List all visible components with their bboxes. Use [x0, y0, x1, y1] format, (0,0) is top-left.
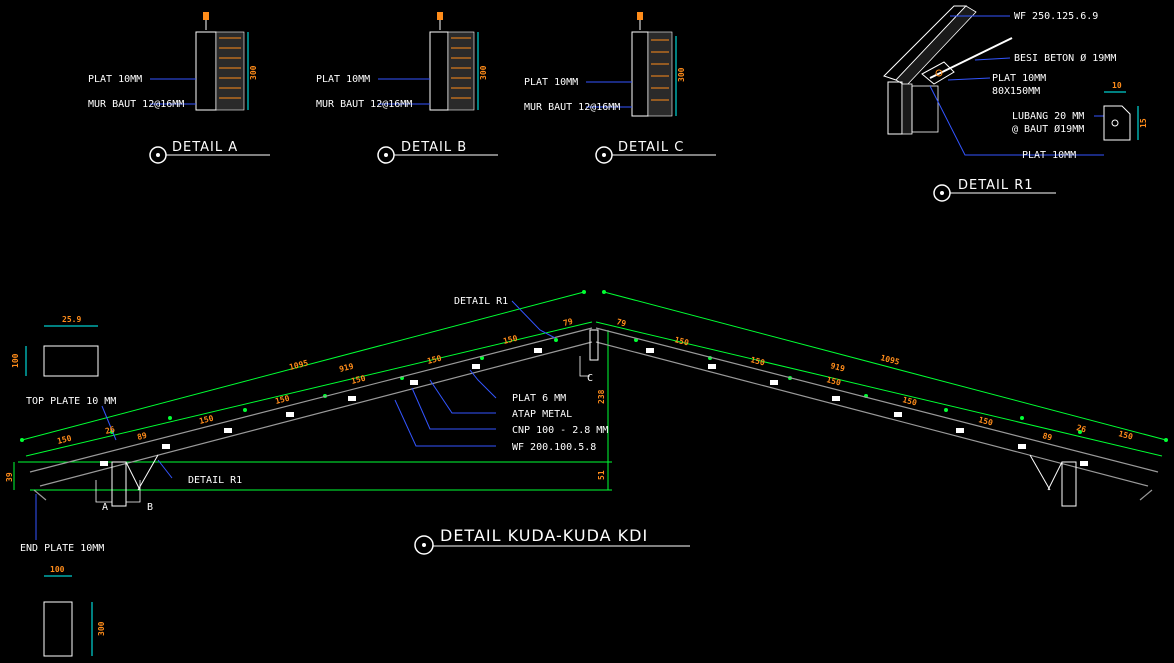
end-plate-width: 100	[50, 565, 65, 574]
detail-c: 300 PLAT 10MM MUR BAUT 12@16MM DETAIL C	[524, 12, 716, 164]
truss-wf-label: WF 200.100.5.8	[512, 442, 596, 453]
dim-left-89: 89	[136, 431, 148, 442]
detail-a-plat-label: PLAT 10MM	[88, 74, 142, 85]
detail-b-mur-label: MUR BAUT 12@16MM	[316, 99, 412, 110]
dim-right-eave: 150	[1117, 429, 1133, 441]
dim-purlin-left-3: 150	[350, 374, 366, 386]
truss-top-plate-label: TOP PLATE 10 MM	[26, 396, 116, 407]
detail-a-dim: 300	[249, 65, 258, 80]
truss-detail-r1-top: DETAIL R1	[454, 296, 508, 307]
truss-detail-r1-bottom: DETAIL R1	[188, 475, 242, 486]
dim-purlin-right-1: 150	[673, 335, 689, 347]
detail-r1: WF 250.125.6.9 BESI BETON Ø 19MM PLAT 10…	[883, 5, 1148, 202]
dim-purlin-right-3: 150	[901, 395, 917, 407]
detail-b-bolt-head	[437, 12, 443, 20]
detail-r1-plat2-label: PLAT 10MM	[1022, 150, 1076, 161]
truss-supports	[111, 329, 1077, 507]
dim-left-apex: 79	[562, 317, 574, 328]
dim-purlin-right-2: 150	[749, 355, 765, 367]
dim-purlin-left-2: 150	[274, 394, 290, 406]
dim-height: 238	[597, 389, 606, 404]
dim-purlin-left-5: 150	[502, 334, 518, 346]
svg-text:300: 300	[479, 65, 488, 80]
truss-dimension-lines	[13, 291, 1167, 491]
detail-r1-dim-h: 15	[1139, 118, 1148, 128]
dim-right-total: 1095	[879, 353, 900, 367]
dim-left-mid: 919	[338, 362, 354, 374]
truss-dimension-ticks	[20, 290, 1168, 442]
dim-purlin-left-1: 150	[198, 414, 214, 426]
detail-r1-plat1-label: PLAT 10MM	[992, 73, 1046, 84]
detail-r1-besi-label: BESI BETON Ø 19MM	[1014, 52, 1116, 64]
truss-plat6-label: PLAT 6 MM	[512, 393, 566, 404]
truss-purlins	[100, 348, 1088, 466]
truss-title-symbol-icon	[414, 535, 434, 555]
truss-end-plate-label: END PLATE 10MM	[20, 543, 104, 554]
detail-r1-baut-label: @ BAUT Ø19MM	[1012, 123, 1084, 135]
dim-base: 51	[597, 470, 606, 480]
dim-left-small: 26	[104, 425, 116, 436]
detail-c-title: DETAIL C	[618, 140, 684, 155]
dim-left-eave: 150	[56, 434, 72, 446]
dim-left-edge: 39	[5, 472, 14, 482]
end-plate-section: 100 300	[43, 565, 106, 657]
dim-right-mid: 919	[829, 361, 845, 373]
detail-r1-dim-w: 10	[1112, 81, 1122, 90]
top-plate-height: 100	[11, 353, 20, 368]
truss-cnp-label: CNP 100 - 2.8 MM	[512, 425, 608, 436]
dim-purlin-left-4: 150	[426, 354, 442, 366]
end-plate-rect	[43, 601, 73, 657]
detail-b-title: DETAIL B	[401, 140, 467, 155]
detail-a-title: DETAIL A	[172, 140, 238, 155]
detail-r1-plat1-size: 80X150MM	[992, 86, 1040, 97]
detail-a-plate	[215, 31, 245, 111]
detail-c-mur-label: MUR BAUT 12@16MM	[524, 102, 620, 113]
top-plate-width: 25.9	[62, 315, 81, 324]
dim-purlin-right-4: 150	[977, 415, 993, 427]
svg-text:300: 300	[677, 67, 686, 82]
dim-right-apex: 79	[615, 317, 627, 328]
truss-rafters	[29, 327, 1159, 501]
detail-c-plat-label: PLAT 10MM	[524, 77, 578, 88]
detail-r1-plate-shape	[1103, 105, 1131, 141]
dim-left-total: 1095	[288, 358, 309, 372]
detail-r1-rafter	[883, 5, 968, 81]
marker-a: A	[102, 502, 108, 513]
detail-a-flange	[195, 31, 217, 111]
detail-b: 300 PLAT 10MM MUR BAUT 12@16MM DETAIL B	[316, 12, 498, 164]
dim-right-small: 26	[1075, 423, 1087, 434]
detail-r1-column	[887, 81, 903, 135]
marker-c: C	[587, 373, 593, 384]
detail-b-plat-label: PLAT 10MM	[316, 74, 370, 85]
truss: A B C DETAIL R1 DETAIL R1 TOP PLATE 10 M…	[5, 290, 1168, 555]
end-plate-height: 300	[97, 621, 106, 636]
dim-purlin-right-5: 150	[825, 375, 841, 387]
marker-b: B	[147, 502, 153, 513]
detail-r1-lubang-label: LUBANG 20 MM	[1012, 111, 1084, 122]
top-plate-rect	[43, 345, 99, 377]
detail-a: 300 PLAT 10MM MUR BAUT 12@16MM DETAIL A	[88, 12, 270, 164]
detail-r1-title: DETAIL R1	[958, 178, 1034, 193]
detail-r1-wf-label: WF 250.125.6.9	[1014, 11, 1098, 22]
truss-title: DETAIL KUDA-KUDA KDI	[440, 526, 648, 545]
detail-a-mur-label: MUR BAUT 12@16MM	[88, 99, 184, 110]
dim-right-89: 89	[1041, 431, 1053, 442]
detail-a-bolt-head	[203, 12, 209, 20]
truss-atap-label: ATAP METAL	[512, 409, 572, 420]
top-plate-section: 25.9 100	[11, 315, 99, 377]
